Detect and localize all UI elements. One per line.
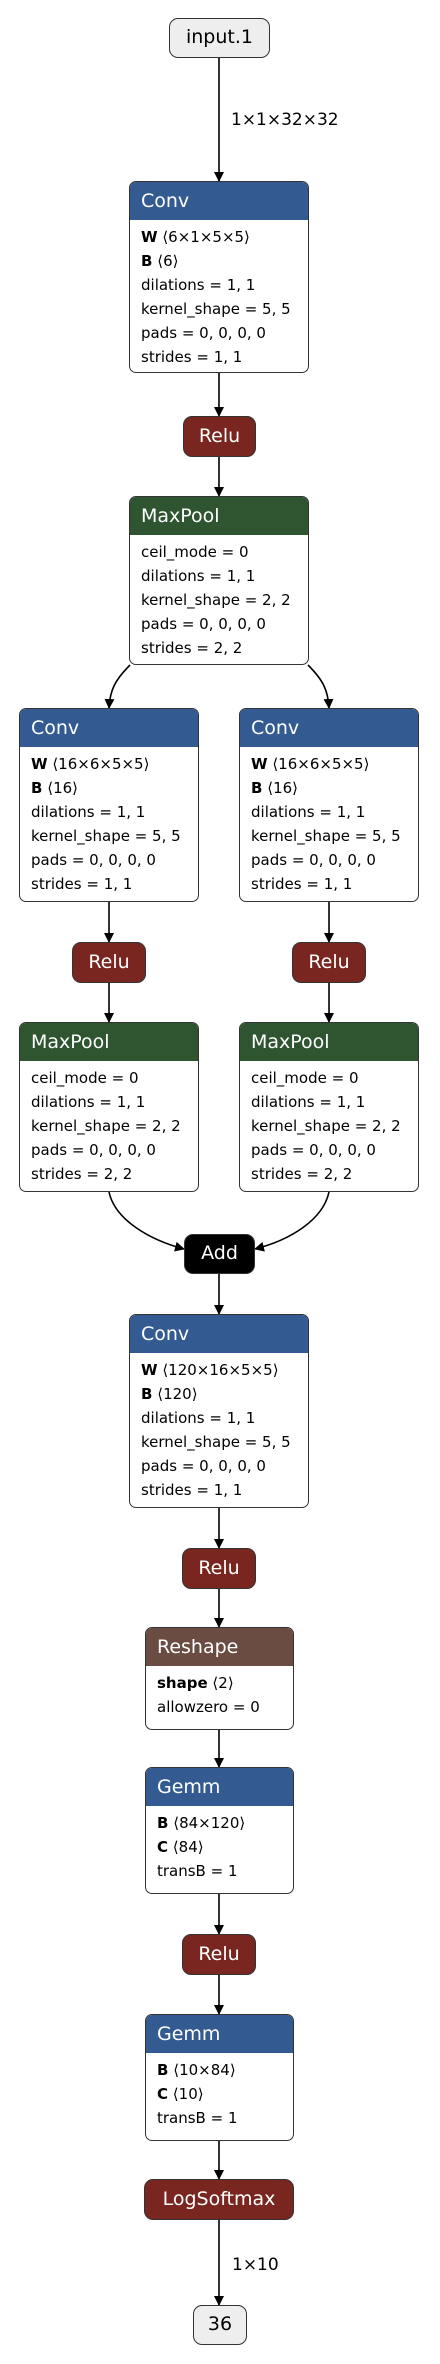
edge-pool1-conv2b: [307, 664, 334, 709]
maxpool2a-pads: pads = 0, 0, 0, 0: [31, 1141, 156, 1159]
edge-pool2b-add: [254, 1191, 330, 1252]
maxpool1-node[interactable]: MaxPool ceil_mode = 0 dilations = 1, 1 k…: [129, 496, 309, 665]
conv2b-weight: W ⟨16×6×5×5⟩: [251, 755, 370, 773]
relu2a-node[interactable]: Relu: [72, 942, 146, 983]
gemm1-node[interactable]: Gemm B ⟨84×120⟩ C ⟨84⟩ transB = 1: [145, 1767, 294, 1894]
conv2a-bias: B ⟨16⟩: [31, 779, 79, 797]
conv2b-bias: B ⟨16⟩: [251, 779, 299, 797]
conv2b-kernel-shape: kernel_shape = 5, 5: [251, 827, 401, 845]
conv1-title: Conv: [130, 182, 308, 220]
conv3-kernel-shape: kernel_shape = 5, 5: [141, 1433, 291, 1451]
relu3-node[interactable]: Relu: [182, 1548, 256, 1589]
maxpool2b-title: MaxPool: [240, 1023, 418, 1061]
conv1-pads: pads = 0, 0, 0, 0: [141, 324, 266, 342]
conv2a-weight: W ⟨16×6×5×5⟩: [31, 755, 150, 773]
relu2a-label: Relu: [88, 951, 130, 973]
maxpool1-ceil-mode: ceil_mode = 0: [141, 543, 249, 561]
relu1-node[interactable]: Relu: [183, 416, 256, 457]
relu3-label: Relu: [198, 1557, 240, 1579]
maxpool1-dilations: dilations = 1, 1: [141, 567, 256, 585]
add-label: Add: [201, 1242, 238, 1264]
conv2b-title: Conv: [240, 709, 418, 747]
logsoftmax-label: LogSoftmax: [162, 2188, 276, 2210]
maxpool2a-ceil-mode: ceil_mode = 0: [31, 1069, 139, 1087]
maxpool2b-node[interactable]: MaxPool ceil_mode = 0 dilations = 1, 1 k…: [239, 1022, 419, 1192]
gemm1-title: Gemm: [146, 1768, 293, 1806]
conv2b-strides: strides = 1, 1: [251, 875, 353, 893]
relu4-node[interactable]: Relu: [182, 1934, 256, 1975]
maxpool1-pads: pads = 0, 0, 0, 0: [141, 615, 266, 633]
gemm1-transb: transB = 1: [157, 1862, 238, 1880]
reshape-title: Reshape: [146, 1628, 293, 1666]
maxpool2b-kernel-shape: kernel_shape = 2, 2: [251, 1117, 401, 1135]
output-label: 36: [207, 2313, 233, 2335]
conv3-node[interactable]: Conv W ⟨120×16×5×5⟩ B ⟨120⟩ dilations = …: [129, 1314, 309, 1508]
edge-pool1-conv2a: [104, 664, 131, 709]
output-node[interactable]: 36: [193, 2305, 247, 2345]
logsoftmax-node[interactable]: LogSoftmax: [144, 2179, 294, 2220]
conv2a-title: Conv: [20, 709, 198, 747]
maxpool1-strides: strides = 2, 2: [141, 639, 243, 657]
maxpool2a-node[interactable]: MaxPool ceil_mode = 0 dilations = 1, 1 k…: [19, 1022, 199, 1192]
output-shape-label: 1×10: [232, 2255, 279, 2275]
conv1-strides: strides = 1, 1: [141, 348, 243, 366]
conv1-node[interactable]: Conv W ⟨6×1×5×5⟩ B ⟨6⟩ dilations = 1, 1 …: [129, 181, 309, 373]
maxpool2a-kernel-shape: kernel_shape = 2, 2: [31, 1117, 181, 1135]
input-shape-label: 1×1×32×32: [231, 110, 339, 130]
conv1-bias: B ⟨6⟩: [141, 252, 179, 270]
maxpool1-kernel-shape: kernel_shape = 2, 2: [141, 591, 291, 609]
maxpool2a-dilations: dilations = 1, 1: [31, 1093, 146, 1111]
maxpool2b-ceil-mode: ceil_mode = 0: [251, 1069, 359, 1087]
conv3-bias: B ⟨120⟩: [141, 1385, 198, 1403]
conv1-kernel-shape: kernel_shape = 5, 5: [141, 300, 291, 318]
edge-pool2a-add: [108, 1191, 185, 1252]
input-node[interactable]: input.1: [169, 18, 270, 58]
conv3-strides: strides = 1, 1: [141, 1481, 243, 1499]
reshape-allowzero: allowzero = 0: [157, 1698, 260, 1716]
conv2b-dilations: dilations = 1, 1: [251, 803, 366, 821]
conv1-weight: W ⟨6×1×5×5⟩: [141, 228, 250, 246]
conv2a-node[interactable]: Conv W ⟨16×6×5×5⟩ B ⟨16⟩ dilations = 1, …: [19, 708, 199, 902]
add-node[interactable]: Add: [184, 1234, 255, 1274]
conv3-pads: pads = 0, 0, 0, 0: [141, 1457, 266, 1475]
reshape-node[interactable]: Reshape shape ⟨2⟩ allowzero = 0: [145, 1627, 294, 1730]
conv2a-pads: pads = 0, 0, 0, 0: [31, 851, 156, 869]
conv2b-node[interactable]: Conv W ⟨16×6×5×5⟩ B ⟨16⟩ dilations = 1, …: [239, 708, 419, 902]
conv3-title: Conv: [130, 1315, 308, 1353]
maxpool2b-pads: pads = 0, 0, 0, 0: [251, 1141, 376, 1159]
relu1-label: Relu: [198, 425, 241, 447]
gemm2-node[interactable]: Gemm B ⟨10×84⟩ C ⟨10⟩ transB = 1: [145, 2014, 294, 2141]
conv2a-dilations: dilations = 1, 1: [31, 803, 146, 821]
conv3-dilations: dilations = 1, 1: [141, 1409, 256, 1427]
relu2b-node[interactable]: Relu: [292, 942, 366, 983]
gemm1-b-input: B ⟨84×120⟩: [157, 1814, 246, 1832]
conv2b-pads: pads = 0, 0, 0, 0: [251, 851, 376, 869]
conv3-weight: W ⟨120×16×5×5⟩: [141, 1361, 279, 1379]
maxpool2a-strides: strides = 2, 2: [31, 1165, 133, 1183]
gemm2-title: Gemm: [146, 2015, 293, 2053]
relu2b-label: Relu: [308, 951, 350, 973]
relu4-label: Relu: [198, 1943, 240, 1965]
maxpool1-title: MaxPool: [130, 497, 308, 535]
gemm2-b-input: B ⟨10×84⟩: [157, 2061, 236, 2079]
gemm2-c-input: C ⟨10⟩: [157, 2085, 204, 2103]
gemm2-transb: transB = 1: [157, 2109, 238, 2127]
reshape-shape-input: shape ⟨2⟩: [157, 1674, 234, 1692]
maxpool2a-title: MaxPool: [20, 1023, 198, 1061]
conv1-dilations: dilations = 1, 1: [141, 276, 256, 294]
gemm1-c-input: C ⟨84⟩: [157, 1838, 204, 1856]
conv2a-strides: strides = 1, 1: [31, 875, 133, 893]
conv2a-kernel-shape: kernel_shape = 5, 5: [31, 827, 181, 845]
input-label: input.1: [185, 26, 253, 48]
maxpool2b-strides: strides = 2, 2: [251, 1165, 353, 1183]
maxpool2b-dilations: dilations = 1, 1: [251, 1093, 366, 1111]
